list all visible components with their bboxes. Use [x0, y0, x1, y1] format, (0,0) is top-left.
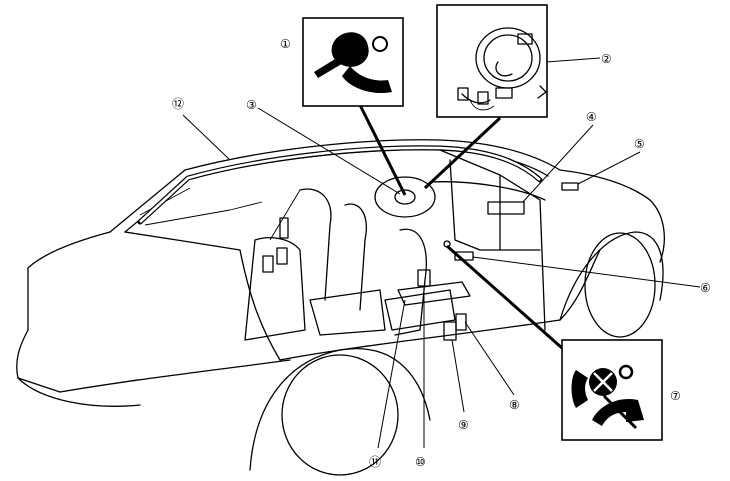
callout-1: ①	[280, 37, 291, 51]
callout-10: ⑩	[415, 455, 426, 469]
callout-6: ⑥	[700, 281, 711, 295]
passenger-airbag-module	[487, 201, 525, 215]
callout-8: ⑧	[509, 398, 520, 412]
inset-1	[302, 17, 404, 107]
front-seat-belt-pretensioner	[443, 321, 457, 341]
front-crash-sensor	[561, 182, 579, 191]
curtain-airbag-module	[137, 145, 543, 225]
seat-belt-buckle-switch	[455, 313, 467, 331]
inset-7	[561, 339, 663, 441]
callout-11: ⑪	[369, 455, 381, 469]
airbag-deploy-icon	[314, 32, 392, 94]
callout-3: ③	[246, 98, 257, 112]
callout-5: ⑤	[634, 137, 645, 151]
inset-2	[436, 4, 548, 118]
airbag-warning-light-icon	[571, 364, 644, 430]
callout-9: ⑨	[458, 418, 469, 432]
rear-seat-belt-pretensioner	[262, 189, 301, 273]
curtain-airbag-module-inner	[139, 146, 541, 223]
callout-labels: ① ② ③ ④ ⑤ ⑥ ⑦ ⑧ ⑨ ⑩ ⑪ ⑫	[172, 37, 711, 469]
clock-spring-icon	[457, 27, 547, 111]
callout-12: ⑫	[172, 97, 184, 111]
callout-7: ⑦	[670, 389, 681, 403]
callout-4: ④	[586, 110, 597, 124]
callout-2: ②	[601, 52, 612, 66]
car-body-outline	[16, 139, 665, 476]
leader-lines	[182, 57, 701, 449]
seat-weight-sensor-plate	[397, 281, 471, 306]
